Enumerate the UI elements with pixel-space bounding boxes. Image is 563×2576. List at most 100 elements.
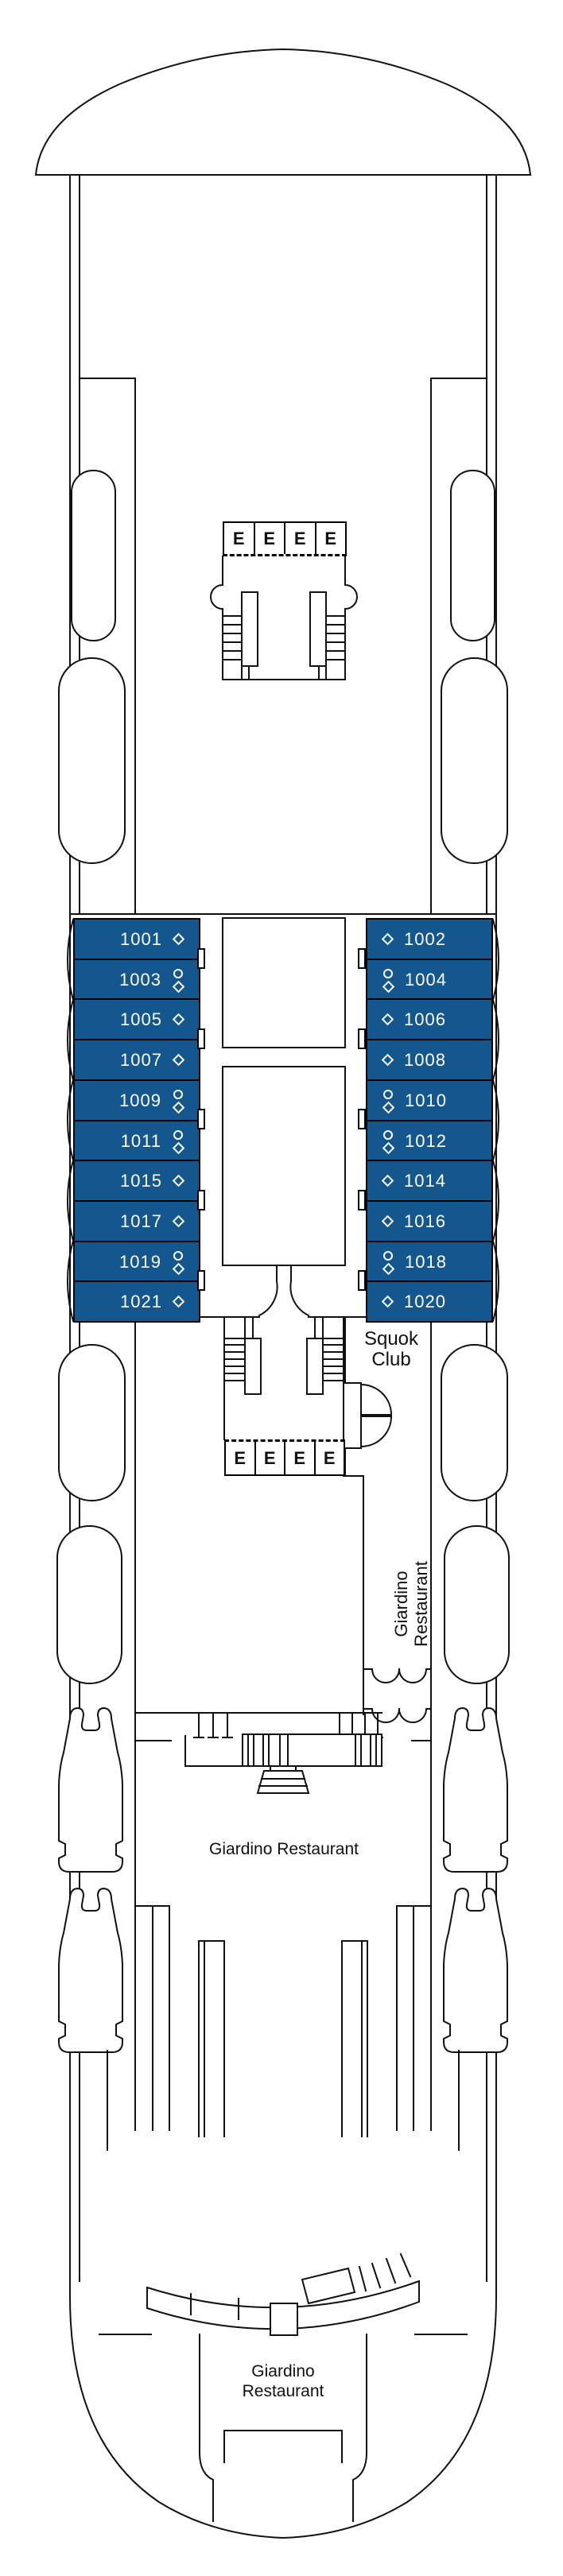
cabin-number: 1018 — [405, 1251, 447, 1272]
cabin-door-jamb — [358, 1190, 366, 1211]
cabin-1006[interactable]: 1006 — [366, 998, 493, 1040]
cabin-number: 1010 — [405, 1090, 447, 1110]
cabin-1020[interactable]: 1020 — [366, 1280, 493, 1323]
cabin-number: 1005 — [120, 1009, 162, 1029]
cabin-1004[interactable]: 1004 — [366, 959, 493, 1001]
cabin-symbols — [381, 1295, 394, 1308]
circle-icon — [173, 1089, 183, 1099]
cabin-1018[interactable]: 1018 — [366, 1241, 493, 1283]
diamond-icon — [172, 932, 185, 946]
circle-icon — [173, 968, 183, 978]
cabin-1012[interactable]: 1012 — [366, 1120, 493, 1162]
cabin-number: 1003 — [119, 969, 161, 990]
diamond-icon — [172, 1141, 184, 1154]
aft-columns — [134, 1905, 432, 2137]
cabin-door-jamb — [358, 1109, 366, 1129]
cabin-symbols — [382, 1250, 394, 1275]
cabin-symbols — [172, 1053, 185, 1067]
circle-icon — [173, 1250, 183, 1261]
central-rooms — [222, 917, 346, 1317]
cabin-number: 1006 — [404, 1009, 446, 1029]
cabin-number: 1009 — [119, 1090, 161, 1110]
cabin-1009[interactable]: 1009 — [73, 1079, 200, 1121]
corridor-door-icon — [363, 1668, 432, 1683]
cabin-number: 1004 — [405, 969, 447, 990]
elevator-bank-forward: E E E E — [223, 521, 347, 556]
cabin-1015[interactable]: 1015 — [73, 1160, 200, 1202]
lifeboats — [56, 470, 510, 2053]
diamond-icon — [172, 1013, 185, 1026]
giardino-restaurant-label-midship: Giardino Restaurant — [209, 1840, 359, 1858]
cabin-symbols — [382, 968, 394, 993]
cabin-symbols — [381, 1174, 394, 1187]
cabin-symbols — [172, 1214, 185, 1228]
diamond-icon — [381, 1174, 394, 1187]
diamond-icon — [172, 1174, 185, 1187]
elevator-bank-midship: E E E E — [224, 1439, 345, 1476]
cabin-symbols — [172, 1250, 184, 1275]
cabin-1003[interactable]: 1003 — [73, 959, 200, 1001]
corridor-door-icon — [363, 1707, 432, 1723]
cabin-symbols — [381, 1053, 394, 1067]
elevator-cell: E — [255, 523, 285, 554]
cabin-number: 1019 — [119, 1251, 161, 1272]
cabin-1010[interactable]: 1010 — [366, 1079, 493, 1121]
diamond-icon — [172, 1101, 184, 1114]
diamond-icon — [382, 980, 394, 993]
diamond-icon — [172, 980, 184, 993]
cabin-1017[interactable]: 1017 — [73, 1200, 200, 1242]
cabin-symbols — [382, 1129, 394, 1154]
diamond-icon — [382, 1141, 394, 1154]
circle-icon — [173, 1129, 183, 1140]
cabin-symbols — [172, 932, 185, 946]
giardino-restaurant-label-corridor: Giardino Restaurant — [390, 1561, 431, 1647]
diamond-icon — [381, 1013, 394, 1026]
cabin-1021[interactable]: 1021 — [73, 1280, 200, 1323]
circle-icon — [383, 1250, 393, 1261]
cabin-1011[interactable]: 1011 — [73, 1120, 200, 1162]
diamond-icon — [381, 1214, 394, 1228]
cabin-1005[interactable]: 1005 — [73, 998, 200, 1040]
cabin-door-jamb — [197, 1190, 205, 1211]
cabin-1001[interactable]: 1001 — [73, 918, 200, 960]
squok-club-label: Squok Club — [363, 1328, 419, 1370]
cabin-number: 1021 — [120, 1291, 162, 1311]
cabin-symbols — [172, 1129, 184, 1154]
cabin-door-jamb — [197, 1109, 205, 1129]
diamond-icon — [172, 1295, 185, 1308]
cabin-symbols — [172, 1013, 185, 1026]
davit-lines — [107, 2050, 460, 2151]
circle-icon — [383, 1129, 393, 1140]
diamond-icon — [172, 1262, 184, 1275]
cabin-number: 1007 — [120, 1049, 162, 1070]
cabin-number: 1015 — [120, 1170, 162, 1191]
double-door-icon — [359, 1383, 393, 1448]
cabin-symbols — [172, 1089, 184, 1114]
cabin-symbols — [381, 932, 394, 946]
diamond-icon — [382, 1101, 394, 1114]
cabin-symbols — [381, 1214, 394, 1228]
circle-icon — [383, 1089, 393, 1099]
diamond-icon — [382, 1262, 394, 1275]
cabin-1014[interactable]: 1014 — [366, 1160, 493, 1202]
cabin-door-jamb — [358, 1028, 366, 1049]
cabin-number: 1017 — [120, 1211, 162, 1231]
cabin-symbols — [172, 1174, 185, 1187]
cabin-door-jamb — [358, 1270, 366, 1291]
cabin-door-jamb — [358, 948, 366, 969]
cabin-1016[interactable]: 1016 — [366, 1200, 493, 1242]
cabin-number: 1001 — [120, 928, 162, 949]
elevator-cell: E — [323, 1447, 336, 1468]
cabin-1008[interactable]: 1008 — [366, 1039, 493, 1081]
cabin-symbols — [172, 968, 184, 993]
elevator-cell: E — [226, 1442, 256, 1474]
elevator-cell: E — [285, 1442, 316, 1474]
giardino-restaurant-label-stern: Giardino Restaurant — [242, 2361, 324, 2400]
cabin-1002[interactable]: 1002 — [366, 918, 493, 960]
cabin-1007[interactable]: 1007 — [73, 1039, 200, 1081]
circle-icon — [383, 968, 393, 978]
cabin-number: 1016 — [404, 1211, 446, 1231]
cabin-1019[interactable]: 1019 — [73, 1241, 200, 1283]
cabin-number: 1011 — [120, 1130, 161, 1151]
